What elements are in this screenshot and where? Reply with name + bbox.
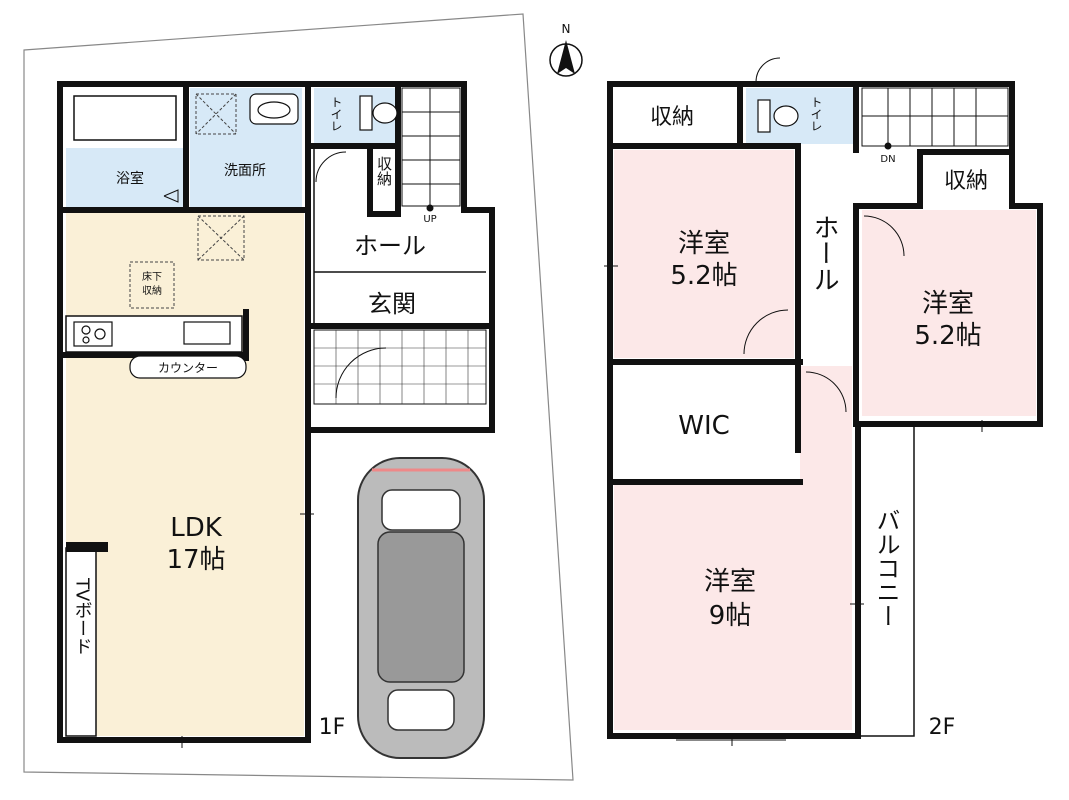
toilet1-label: トイレ — [329, 96, 343, 132]
storage2b-label: 収納 — [944, 169, 988, 194]
main-room-size: 9帖 — [709, 601, 752, 631]
floor1-windows — [61, 81, 491, 748]
kitchen-counter — [65, 315, 243, 353]
underfloor-label-2: 収納 — [142, 284, 162, 297]
floor2-windows — [604, 81, 1030, 746]
east-room-floor — [862, 210, 1036, 416]
ldk-size: 17帖 — [166, 545, 225, 575]
hall1-label: ホール — [354, 232, 426, 260]
wic-label: WIC — [678, 411, 730, 441]
entrance-tiles — [313, 329, 487, 405]
toilet2-icon — [757, 99, 799, 133]
stairs1-up: UP — [423, 214, 436, 225]
underfloor-label-1: 床下 — [142, 270, 162, 283]
ldk-name: LDK — [170, 513, 223, 543]
west-room-floor — [614, 150, 794, 358]
stove-icon — [73, 321, 113, 347]
bath-floor — [66, 148, 184, 208]
west-room-name: 洋室 — [678, 229, 730, 259]
entrance-label: 玄関 — [368, 290, 416, 318]
storage2a-label: 収納 — [650, 105, 694, 130]
west-room-size: 5.2帖 — [670, 261, 737, 291]
floor2-label: 2F — [929, 715, 956, 740]
balcony-outline — [859, 423, 915, 737]
floor2-doors — [743, 57, 905, 413]
underfloor-hatch — [129, 93, 245, 309]
floor1-label: 1F — [319, 715, 346, 740]
floor1-doors — [163, 151, 387, 399]
compass: N — [549, 22, 583, 77]
storage1-label: 収納 — [375, 156, 393, 187]
lot-boundary — [23, 13, 574, 781]
bath-label: 浴室 — [116, 170, 144, 187]
tv-board — [65, 547, 97, 737]
car-icon — [357, 457, 485, 759]
hall2-label: ホール — [809, 214, 839, 292]
floor1-walls — [57, 81, 495, 743]
counter-label: カウンター — [158, 361, 218, 375]
stairs2-dn: DN — [880, 154, 895, 165]
ldk-floor — [66, 212, 304, 736]
sink-icon — [183, 321, 231, 345]
stairs2 — [861, 87, 1009, 150]
balcony-label: バルコニー — [872, 508, 900, 628]
washbasin-icon — [249, 93, 299, 125]
toilet2-label: トイレ — [809, 96, 823, 132]
east-room-size: 5.2帖 — [914, 321, 981, 351]
entrance-tile-grid — [314, 330, 486, 404]
counter-bar — [129, 355, 247, 379]
main-room-floor — [614, 366, 852, 730]
tv-board-cap — [66, 542, 108, 552]
east-room-name: 洋室 — [922, 289, 974, 319]
floor2-walls — [607, 81, 1043, 739]
compass-north-label: N — [562, 22, 571, 36]
toilet1-icon — [359, 95, 398, 131]
main-room-name: 洋室 — [704, 567, 756, 597]
washroom-label: 洗面所 — [224, 163, 266, 179]
tv-board-label: TVボード — [72, 577, 93, 655]
stairs1 — [401, 87, 461, 212]
bathtub — [73, 95, 177, 141]
